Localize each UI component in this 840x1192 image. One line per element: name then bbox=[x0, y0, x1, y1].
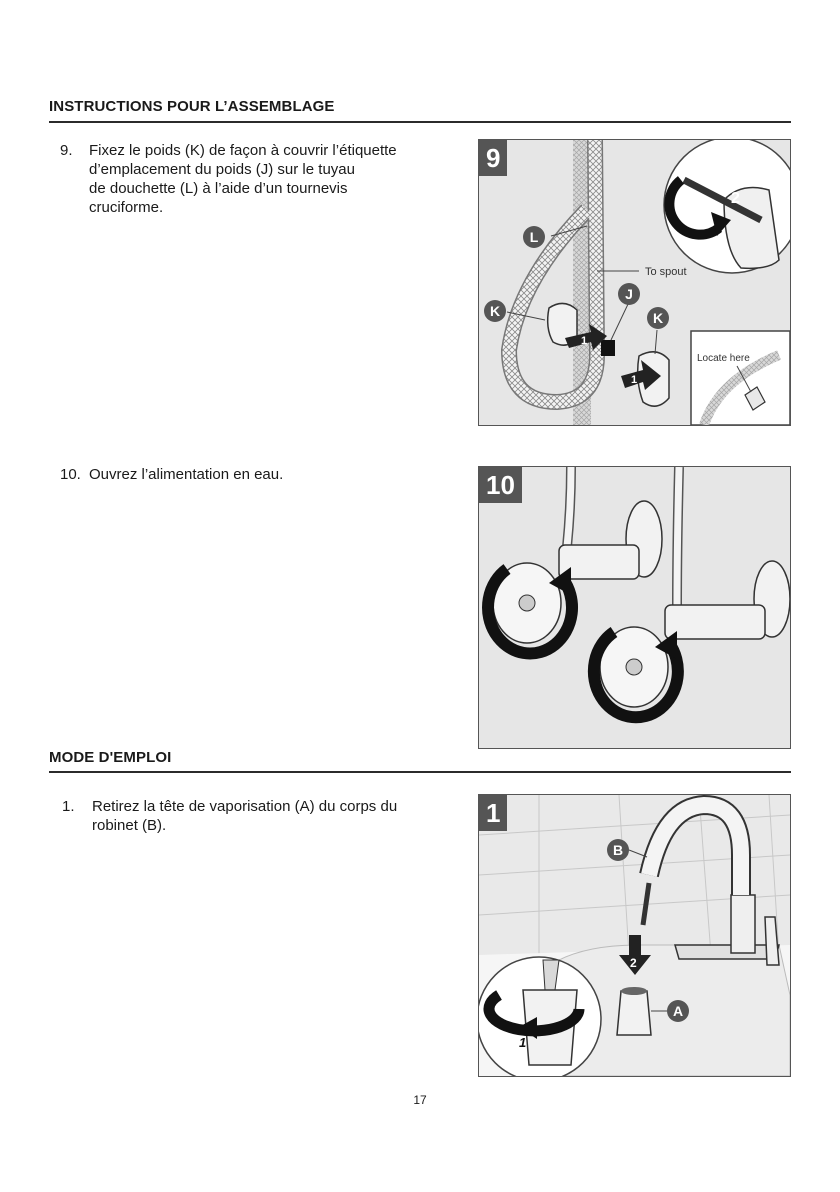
callout-line-j bbox=[610, 301, 630, 341]
figure-1: 1 2 B A bbox=[478, 794, 791, 1077]
label-l: L bbox=[530, 229, 539, 245]
inset-rotation-arrowhead bbox=[519, 1017, 537, 1039]
assembly-section-rule bbox=[49, 121, 791, 123]
inset-weight-tag bbox=[744, 386, 766, 411]
usage-section-rule bbox=[49, 771, 791, 773]
arrow-down-2 bbox=[619, 935, 651, 975]
callout-line-locate bbox=[736, 365, 752, 393]
label-circle-k-right bbox=[647, 307, 669, 329]
figure-1-badge: 1 bbox=[479, 795, 508, 831]
label-circle-j bbox=[618, 283, 640, 305]
step-1-text: 1. Retirez la tête de vaporisation (A) d… bbox=[62, 797, 462, 837]
arrow-label-1a: 1 bbox=[581, 335, 587, 347]
step-9-text: 9. Fixez le poids (K) de façon à couvrir… bbox=[60, 141, 460, 221]
faucet-body-b bbox=[730, 894, 756, 954]
callout-line-k-left bbox=[506, 311, 546, 321]
arrow-step-1-right bbox=[621, 360, 661, 390]
rotation-arrow-right bbox=[587, 627, 684, 724]
inset-screwdriver-shaft bbox=[682, 176, 763, 224]
step-9-line: Fixez le poids (K) de façon à couvrir l’… bbox=[89, 142, 397, 159]
valve-handle-hub-right bbox=[625, 658, 643, 676]
inset-label-1: 1 bbox=[519, 1035, 526, 1050]
step-9-body: Fixez le poids (K) de façon à couvrir l’… bbox=[89, 141, 397, 217]
usage-section-title: MODE D'EMPLOI bbox=[49, 749, 172, 766]
supply-line-right-fill bbox=[673, 467, 683, 608]
label-circle-l bbox=[523, 226, 545, 248]
to-spout-label: To spout bbox=[645, 266, 687, 278]
step-1-body: Retirez la tête de vaporisation (A) du c… bbox=[92, 797, 397, 835]
weight-location-label-j bbox=[601, 340, 615, 356]
arrow-step-1-left bbox=[565, 324, 607, 350]
label-j: J bbox=[625, 286, 633, 302]
inset-rotation-arrow bbox=[664, 176, 723, 240]
figure-9-badge: 9 bbox=[479, 140, 508, 176]
page-number: 17 bbox=[413, 1093, 427, 1107]
label-circle-b bbox=[607, 839, 629, 861]
label-a: A bbox=[673, 1003, 683, 1019]
inset-hose bbox=[699, 350, 781, 425]
rotation-arrowhead-left bbox=[549, 567, 571, 595]
step-1-line: robinet (B). bbox=[92, 817, 167, 834]
label-circle-a bbox=[667, 1000, 689, 1022]
step-1-number: 1. bbox=[62, 798, 75, 815]
inset-rotation-arrow bbox=[483, 990, 585, 1037]
callout-line-b bbox=[628, 849, 648, 858]
step-10-body: Ouvrez l’alimentation en eau. bbox=[89, 465, 283, 484]
locate-here-label: Locate here bbox=[697, 353, 750, 364]
valve-body-right bbox=[664, 604, 766, 640]
valve-body-left bbox=[558, 544, 640, 580]
label-k-right: K bbox=[653, 310, 663, 326]
hose-l bbox=[502, 140, 604, 409]
rotation-arrow-left bbox=[482, 564, 578, 660]
weight-half-k-left bbox=[546, 302, 578, 346]
label-b: B bbox=[613, 842, 623, 858]
label-k-left: K bbox=[490, 303, 500, 319]
supply-line-left-fill bbox=[563, 467, 575, 548]
pulled-hose bbox=[640, 882, 652, 926]
step-10-text: 10. Ouvrez l’alimentation en eau. bbox=[60, 465, 460, 487]
step-9-line: de douchette (L) à l’aide d’un tournevis bbox=[89, 180, 348, 197]
figure-10-illustration bbox=[482, 467, 790, 724]
step-1-line: Retirez la tête de vaporisation (A) du c… bbox=[92, 798, 398, 815]
step-9-number: 9. bbox=[60, 142, 73, 159]
step-9-line: cruciforme. bbox=[89, 199, 164, 216]
figure-1-illustration: 2 B A 1 bbox=[479, 795, 790, 1076]
step-9-line: d’emplacement du poids (J) sur le tuyau bbox=[89, 161, 355, 178]
arrow-label-1b: 1 bbox=[631, 374, 637, 386]
figure-9-illustration: 1 1 L K J K To spout 2 Locate here bbox=[484, 140, 790, 425]
figure-10-badge: 10 bbox=[479, 467, 522, 503]
valve-handle-hub-left bbox=[518, 594, 536, 612]
faucet-lever bbox=[764, 916, 780, 966]
step-10-line: Ouvrez l’alimentation en eau. bbox=[89, 466, 284, 483]
callout-line-k-right bbox=[654, 329, 658, 355]
spray-head-top bbox=[621, 987, 647, 995]
label-circle-k-left bbox=[484, 300, 506, 322]
callout-line-l bbox=[550, 225, 588, 237]
step-10-number: 10. bbox=[60, 466, 81, 483]
inset-rotation-arrowhead bbox=[711, 212, 731, 236]
rotation-arrowhead-right bbox=[655, 631, 677, 659]
inset-label-2: 2 bbox=[731, 190, 740, 207]
arrow-label-2: 2 bbox=[630, 956, 637, 970]
faucet-spout bbox=[641, 796, 749, 895]
deck-plate bbox=[674, 944, 780, 960]
assembly-section-title: INSTRUCTIONS POUR L’ASSEMBLAGE bbox=[49, 98, 335, 115]
figure-10: 10 bbox=[478, 466, 791, 749]
figure-9: 9 1 1 bbox=[478, 139, 791, 426]
spray-head-a bbox=[616, 990, 652, 1036]
